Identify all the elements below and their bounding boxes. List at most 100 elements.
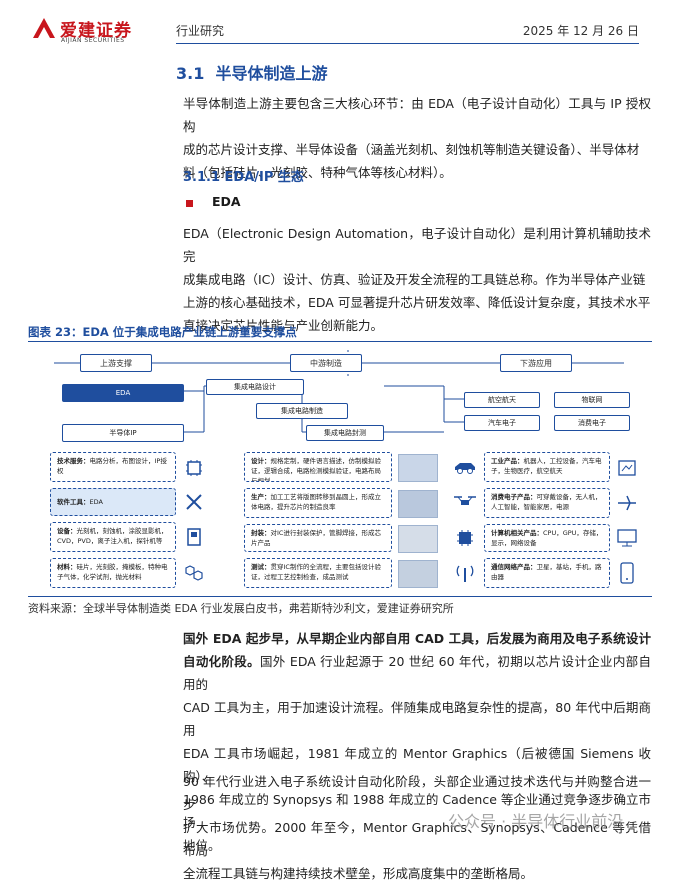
flow-label: 物联网 [581,396,603,404]
chip-icon [186,460,202,476]
stage-label: 中游制造 [310,358,342,368]
wafer-icon [187,528,201,546]
stage-label: 上游支撑 [100,358,132,368]
card-label: 测试： [251,563,271,571]
flow-label: EDA [115,389,131,397]
section-number: 3.1 [176,64,205,83]
design-image [398,454,438,482]
monitor-icon [617,529,637,547]
car-icon [455,463,475,474]
card-label: 消费电子产品： [491,493,537,501]
down-card: 通信网络产品：卫星，基站，手机，路由器 [484,558,610,588]
mid-card: 测试：贯穿IC制作的全流程，主要包括设计验证，过程工艺控制检查，成品测试 [244,558,392,588]
card-text: 电路分析，布图设计，IP授权 [57,457,167,475]
text-line: 1986 年成立的 Synopsys 和 1988 年成立的 Cadence 等… [183,792,651,830]
card-text: 卫星，基站，手机，路由器 [491,563,602,581]
card-text: 可穿戴设备，无人机，人工智能，智能家居，电源 [491,493,602,511]
text-line: EDA（Electronic Design Automation，电子设计自动化… [183,226,651,264]
history-paragraph: 国外 EDA 起步早，从早期企业内部自用 CAD 工具，后发展为商用及电子系统设… [183,627,651,857]
test-image [398,560,438,588]
flow-manufacture: 集成电路制造 [256,403,348,419]
plane-icon [618,495,636,511]
text-line: 成集成电路（IC）设计、仿真、验证及开发全流程的工具链总称。作为半导体产业链 [183,272,646,287]
flow-label: 汽车电子 [488,419,516,427]
flow-auto: 汽车电子 [464,415,540,431]
down-card: 工业产品：机器人，工控设备，汽车电子，生物医疗，航空航天 [484,452,610,482]
down-card: 消费电子产品：可穿戴设备，无人机，人工智能，智能家居，电源 [484,488,610,518]
package-image [398,525,438,553]
text-line: 半导体制造上游主要包含三大核心环节：由 EDA（电子设计自动化）工具与 IP 授… [183,96,651,134]
card-text: 光刻机，刻蚀机，涂胶显影机，CVD，PVD，离子注入机，探针机等 [57,527,168,545]
up-card: 设备：光刻机，刻蚀机，涂胶显影机，CVD，PVD，离子注入机，探针机等 [50,522,176,552]
stage-upstream: 上游支撑 [80,354,152,372]
card-text: EDA [89,498,103,506]
drone-icon [454,496,476,505]
logo-icon [33,18,55,38]
lead-sentence: 国外 EDA 起步早，从早期企业内部自用 CAD 工具，后发展为商用及电子系统设… [183,631,651,669]
text-line: EDA 工具市场崛起，1981 年成立的 Mentor Graphics（后被德… [183,746,651,784]
flow-ip: 半导体IP [62,424,184,442]
card-label: 计算机相关产品： [491,529,543,537]
flow-eda: EDA [62,384,184,402]
card-label: 技术服务： [57,457,90,465]
processor-icon [457,530,473,546]
flow-label: 集成电路封测 [324,429,366,437]
robot-arm-icon [618,460,636,476]
text-line: 成的芯片设计支撑、半导体设备（涵盖光刻机、刻蚀机等制造关键设备）、半导体材 [183,142,640,157]
flow-aerospace: 航空航天 [464,392,540,408]
bullet-label: EDA [212,194,241,209]
header-divider [176,43,639,44]
card-text: 对IC进行封装保护，管脚焊接，形成芯片产品 [251,529,381,547]
eda-paragraph: EDA（Electronic Design Automation，电子设计自动化… [183,222,651,337]
tools-icon [186,494,202,510]
card-label: 工业产品： [491,457,524,465]
flow-label: 航空航天 [488,396,516,404]
text-line: 料（包括硅片、光刻胶、特种气体等核心材料）。 [183,165,452,180]
flow-label: 半导体IP [109,429,137,437]
flow-iot: 物联网 [554,392,630,408]
card-label: 软件工具： [57,498,90,506]
industry-chain-diagram: 上游支撑 中游制造 下游应用 EDA 半导体IP 集成电路设计 集成电路制造 集… [44,350,648,590]
card-label: 封装： [251,529,271,537]
up-card: 材料：硅片，光刻胶，掩模板，特种电子气体，化学试剂，抛光材料 [50,558,176,588]
card-text: 贯穿IC制作的全流程，主要包括设计验证，过程工艺控制检查，成品测试 [251,563,381,581]
wafer-image [398,490,438,518]
watermark: 公众号 · 半导体行业前沿 [448,812,624,831]
figure-bottom-rule [28,596,652,597]
card-text: 机器人，工控设备，汽车电子，生物医疗，航空航天 [491,457,602,475]
figure-top-rule [28,341,652,342]
logo-subtext: AIJIAN SECURITIES [61,37,125,44]
text-line: 直接决定芯片性能与产业创新能力。 [183,318,384,333]
subsection-title: 3.1.1 EDA/IP 生态 [183,170,304,185]
card-label: 设备： [57,527,77,535]
card-text: 加工工艺将版图转移到晶圆上，形成立体电路，提升芯片的制造良率 [251,493,381,511]
flow-consumer: 消费电子 [554,415,630,431]
up-card: 软件工具：EDA [50,488,176,516]
text-line: 90 年代行业进入电子系统设计自动化阶段，头部企业通过技术迭代与并购整合进一步 [183,774,651,812]
bullet-icon [186,200,193,207]
card-label: 材料： [57,563,77,571]
text-line: 地位。 [183,838,221,853]
text-line: 国外 EDA 行业起源于 20 世纪 60 年代，初期以芯片设计企业内部自用的 [183,654,651,692]
card-text: 硅片，光刻胶，掩模板，特种电子气体，化学试剂，抛光材料 [57,563,168,581]
intro-paragraph: 半导体制造上游主要包含三大核心环节：由 EDA（电子设计自动化）工具与 IP 授… [183,92,651,184]
card-label: 通信网络产品： [491,563,537,571]
card-label: 设计： [251,457,271,465]
text-line: 全流程工具链与构建持续技术壁垒，形成高度集中的垄断格局。 [183,866,534,881]
report-date: 2025 年 12 月 26 日 [522,24,639,38]
antenna-icon [456,565,474,582]
report-category: 行业研究 [176,24,225,38]
mid-card: 设计：规格定制，硬件语言描述，仿制模拟验证，逻辑合成，电路检测模拟验证，电路布局… [244,452,392,482]
logo-text: 爱建证券 [60,21,132,41]
down-card: 计算机相关产品：CPU，GPU，存储，显示，网络设备 [484,524,610,552]
figure-source: 资料来源：全球半导体制造类 EDA 行业发展白皮书，弗若斯特沙利文，爱建证券研究… [28,602,454,615]
molecule-icon [185,565,203,581]
stage-label: 下游应用 [520,358,552,368]
up-card: 技术服务：电路分析，布图设计，IP授权 [50,452,176,482]
text-line: CAD 工具为主，用于加速设计流程。伴随集成电路复杂性的提高，80 年代中后期商… [183,700,651,738]
phone-icon [620,562,634,584]
card-text: 规格定制，硬件语言描述，仿制模拟验证，逻辑合成，电路检测模拟验证，电路布局与规划 [251,457,381,482]
text-line: 上游的核心基础技术，EDA 可显著提升芯片研发效率、降低设计复杂度，其技术水平 [183,295,651,310]
flow-package: 集成电路封测 [306,425,384,441]
mid-card: 封装：对IC进行封装保护，管脚焊接，形成芯片产品 [244,524,392,552]
